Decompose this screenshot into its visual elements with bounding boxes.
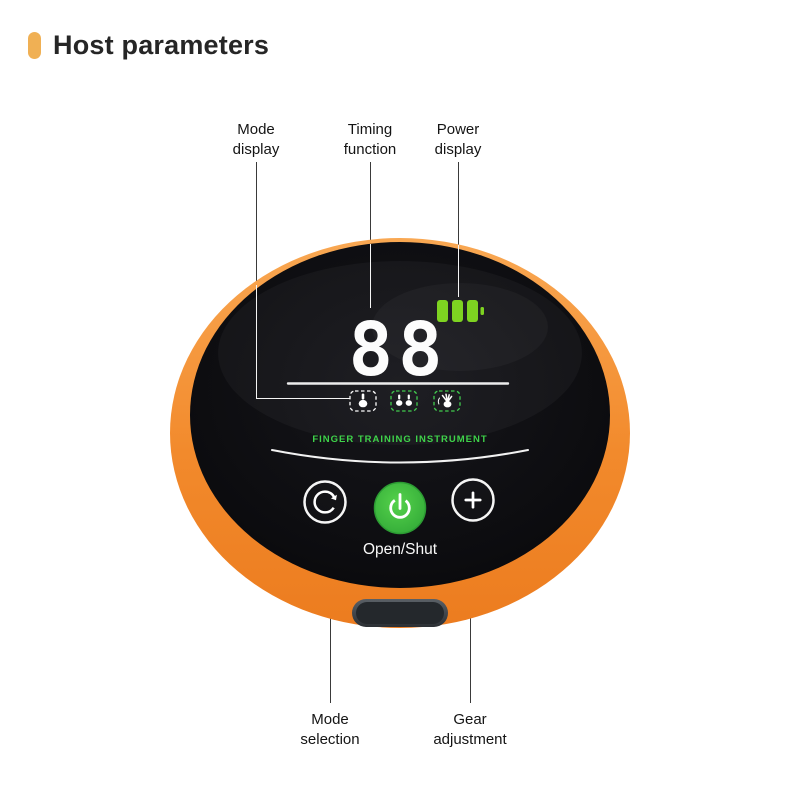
- leader-line-timing-over: [370, 244, 371, 308]
- power-button-label: Open/Shut: [363, 541, 438, 558]
- leader-line-mode-display-over: [255, 285, 257, 398]
- mode-icon-2: [390, 390, 418, 412]
- divider-arc: [271, 449, 529, 464]
- gear-adjustment-button: [451, 478, 495, 522]
- cycle-icon: [313, 490, 337, 514]
- callout-mode-display: Mode display: [232, 121, 280, 158]
- battery-icon: [437, 300, 484, 322]
- leader-line-power-display: [458, 162, 459, 245]
- leader-line-mode-display: [255, 162, 257, 285]
- device-screen: [190, 242, 610, 588]
- leader-line-timing-function: [370, 162, 371, 244]
- mode-selection-button: [303, 480, 347, 524]
- callout-power-display: Power display: [434, 121, 482, 158]
- leader-line-mode-selection: [330, 617, 331, 703]
- bullet-icon: [28, 32, 41, 59]
- callout-timing-function: Timing function: [343, 121, 397, 158]
- callout-mode-selection: Mode selection: [300, 711, 360, 748]
- page-title: Host parameters: [53, 30, 270, 60]
- power-icon: [389, 493, 411, 519]
- header: Host parameters: [28, 30, 269, 61]
- leader-line-mode-display-elbow: [255, 397, 350, 399]
- plus-icon: [464, 491, 482, 509]
- leader-line-gear-adjustment: [470, 617, 471, 703]
- timer-digits: 88: [348, 307, 447, 393]
- callout-gear-adjustment: Gear adjustment: [433, 711, 507, 748]
- brand-text: FINGER TRAINING INSTRUMENT: [312, 434, 487, 445]
- power-button: [373, 481, 427, 535]
- mode-icon-1: [349, 390, 377, 412]
- leader-line-power-over: [458, 245, 459, 297]
- device-illustration: 88 FINGER TRAINING INST: [170, 238, 630, 628]
- mode-icon-3: [433, 390, 461, 412]
- charging-port: [352, 599, 448, 627]
